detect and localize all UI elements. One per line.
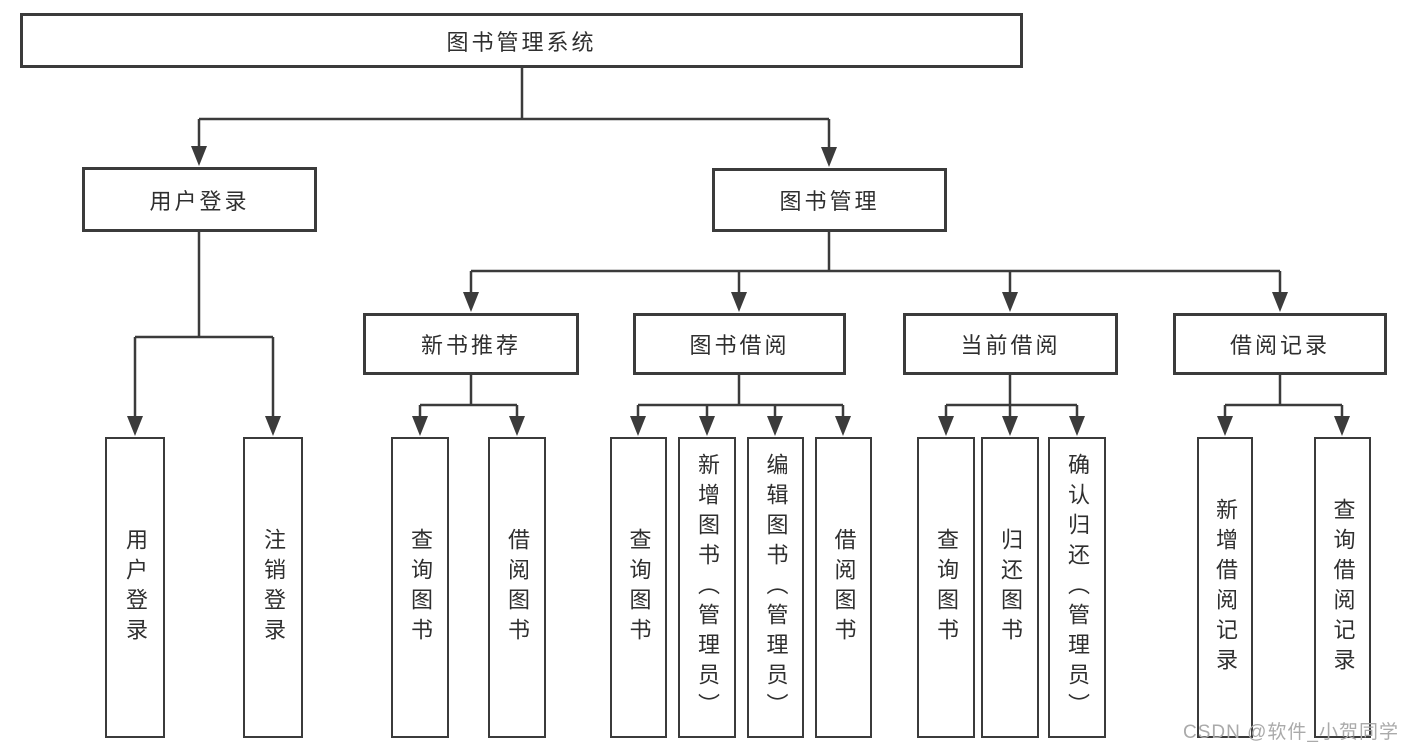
node-borrow-record: 借阅记录 [1173,313,1387,375]
leaf-user-login: 用户登录 [105,437,165,738]
leaf-query-borrow-record: 查询借阅记录 [1314,437,1371,738]
connector-new-book-children [412,375,525,436]
node-user-login: 用户登录 [82,167,317,232]
node-root-system: 图书管理系统 [20,13,1023,68]
leaf-borrow-book-recommend: 借阅图书 [488,437,546,738]
node-book-management-label: 图书管理 [779,189,880,214]
leaf-add-borrow-record: 新增借阅记录 [1197,437,1253,738]
leaf-edit-book-admin: 编辑图书（管理员） [747,437,804,738]
node-new-book-recommend: 新书推荐 [363,313,579,375]
connector-user-login-children [127,232,281,436]
connector-book-borrow-children [630,375,851,436]
node-book-borrow-label: 图书借阅 [689,333,790,358]
node-book-management: 图书管理 [712,168,947,232]
leaf-query-book-recommend-label: 查询图书 [408,527,433,648]
leaf-logout-label: 注销登录 [261,527,286,648]
leaf-logout: 注销登录 [243,437,303,738]
leaf-return-book-label: 归还图书 [998,527,1023,648]
connector-current-borrow-children [938,375,1085,436]
node-new-book-recommend-label: 新书推荐 [420,333,521,358]
leaf-borrow-book: 借阅图书 [815,437,872,738]
node-user-login-label: 用户登录 [149,188,250,214]
node-current-borrow: 当前借阅 [903,313,1118,375]
leaf-user-login-label: 用户登录 [123,527,148,648]
leaf-query-borrow-record-label: 查询借阅记录 [1330,497,1356,678]
node-current-borrow-label: 当前借阅 [960,333,1061,358]
leaf-confirm-return-admin: 确认归还（管理员） [1048,437,1106,738]
leaf-query-book-recommend: 查询图书 [391,437,449,738]
leaf-edit-book-admin-label: 编辑图书（管理员） [763,452,789,723]
leaf-query-book-borrow: 查询图书 [610,437,667,738]
connector-book-mgmt-to-level3 [463,232,1288,312]
leaf-query-book-current: 查询图书 [917,437,975,738]
leaf-add-borrow-record-label: 新增借阅记录 [1213,497,1238,678]
leaf-query-book-borrow-label: 查询图书 [626,527,652,648]
node-borrow-record-label: 借阅记录 [1229,333,1330,358]
csdn-watermark: CSDN @软件_小贺同学 [1183,722,1399,743]
connector-root-to-level2 [191,68,837,167]
leaf-confirm-return-admin-label: 确认归还（管理员） [1065,452,1090,723]
node-book-borrow: 图书借阅 [633,313,846,375]
leaf-return-book: 归还图书 [981,437,1039,738]
connector-borrow-record-children [1217,375,1350,436]
node-root-system-label: 图书管理系统 [446,29,597,55]
leaf-borrow-book-recommend-label: 借阅图书 [505,527,530,648]
leaf-borrow-book-label: 借阅图书 [831,527,857,648]
leaf-add-book-admin: 新增图书（管理员） [678,437,736,738]
leaf-add-book-admin-label: 新增图书（管理员） [695,452,720,723]
leaf-query-book-current-label: 查询图书 [934,527,959,648]
